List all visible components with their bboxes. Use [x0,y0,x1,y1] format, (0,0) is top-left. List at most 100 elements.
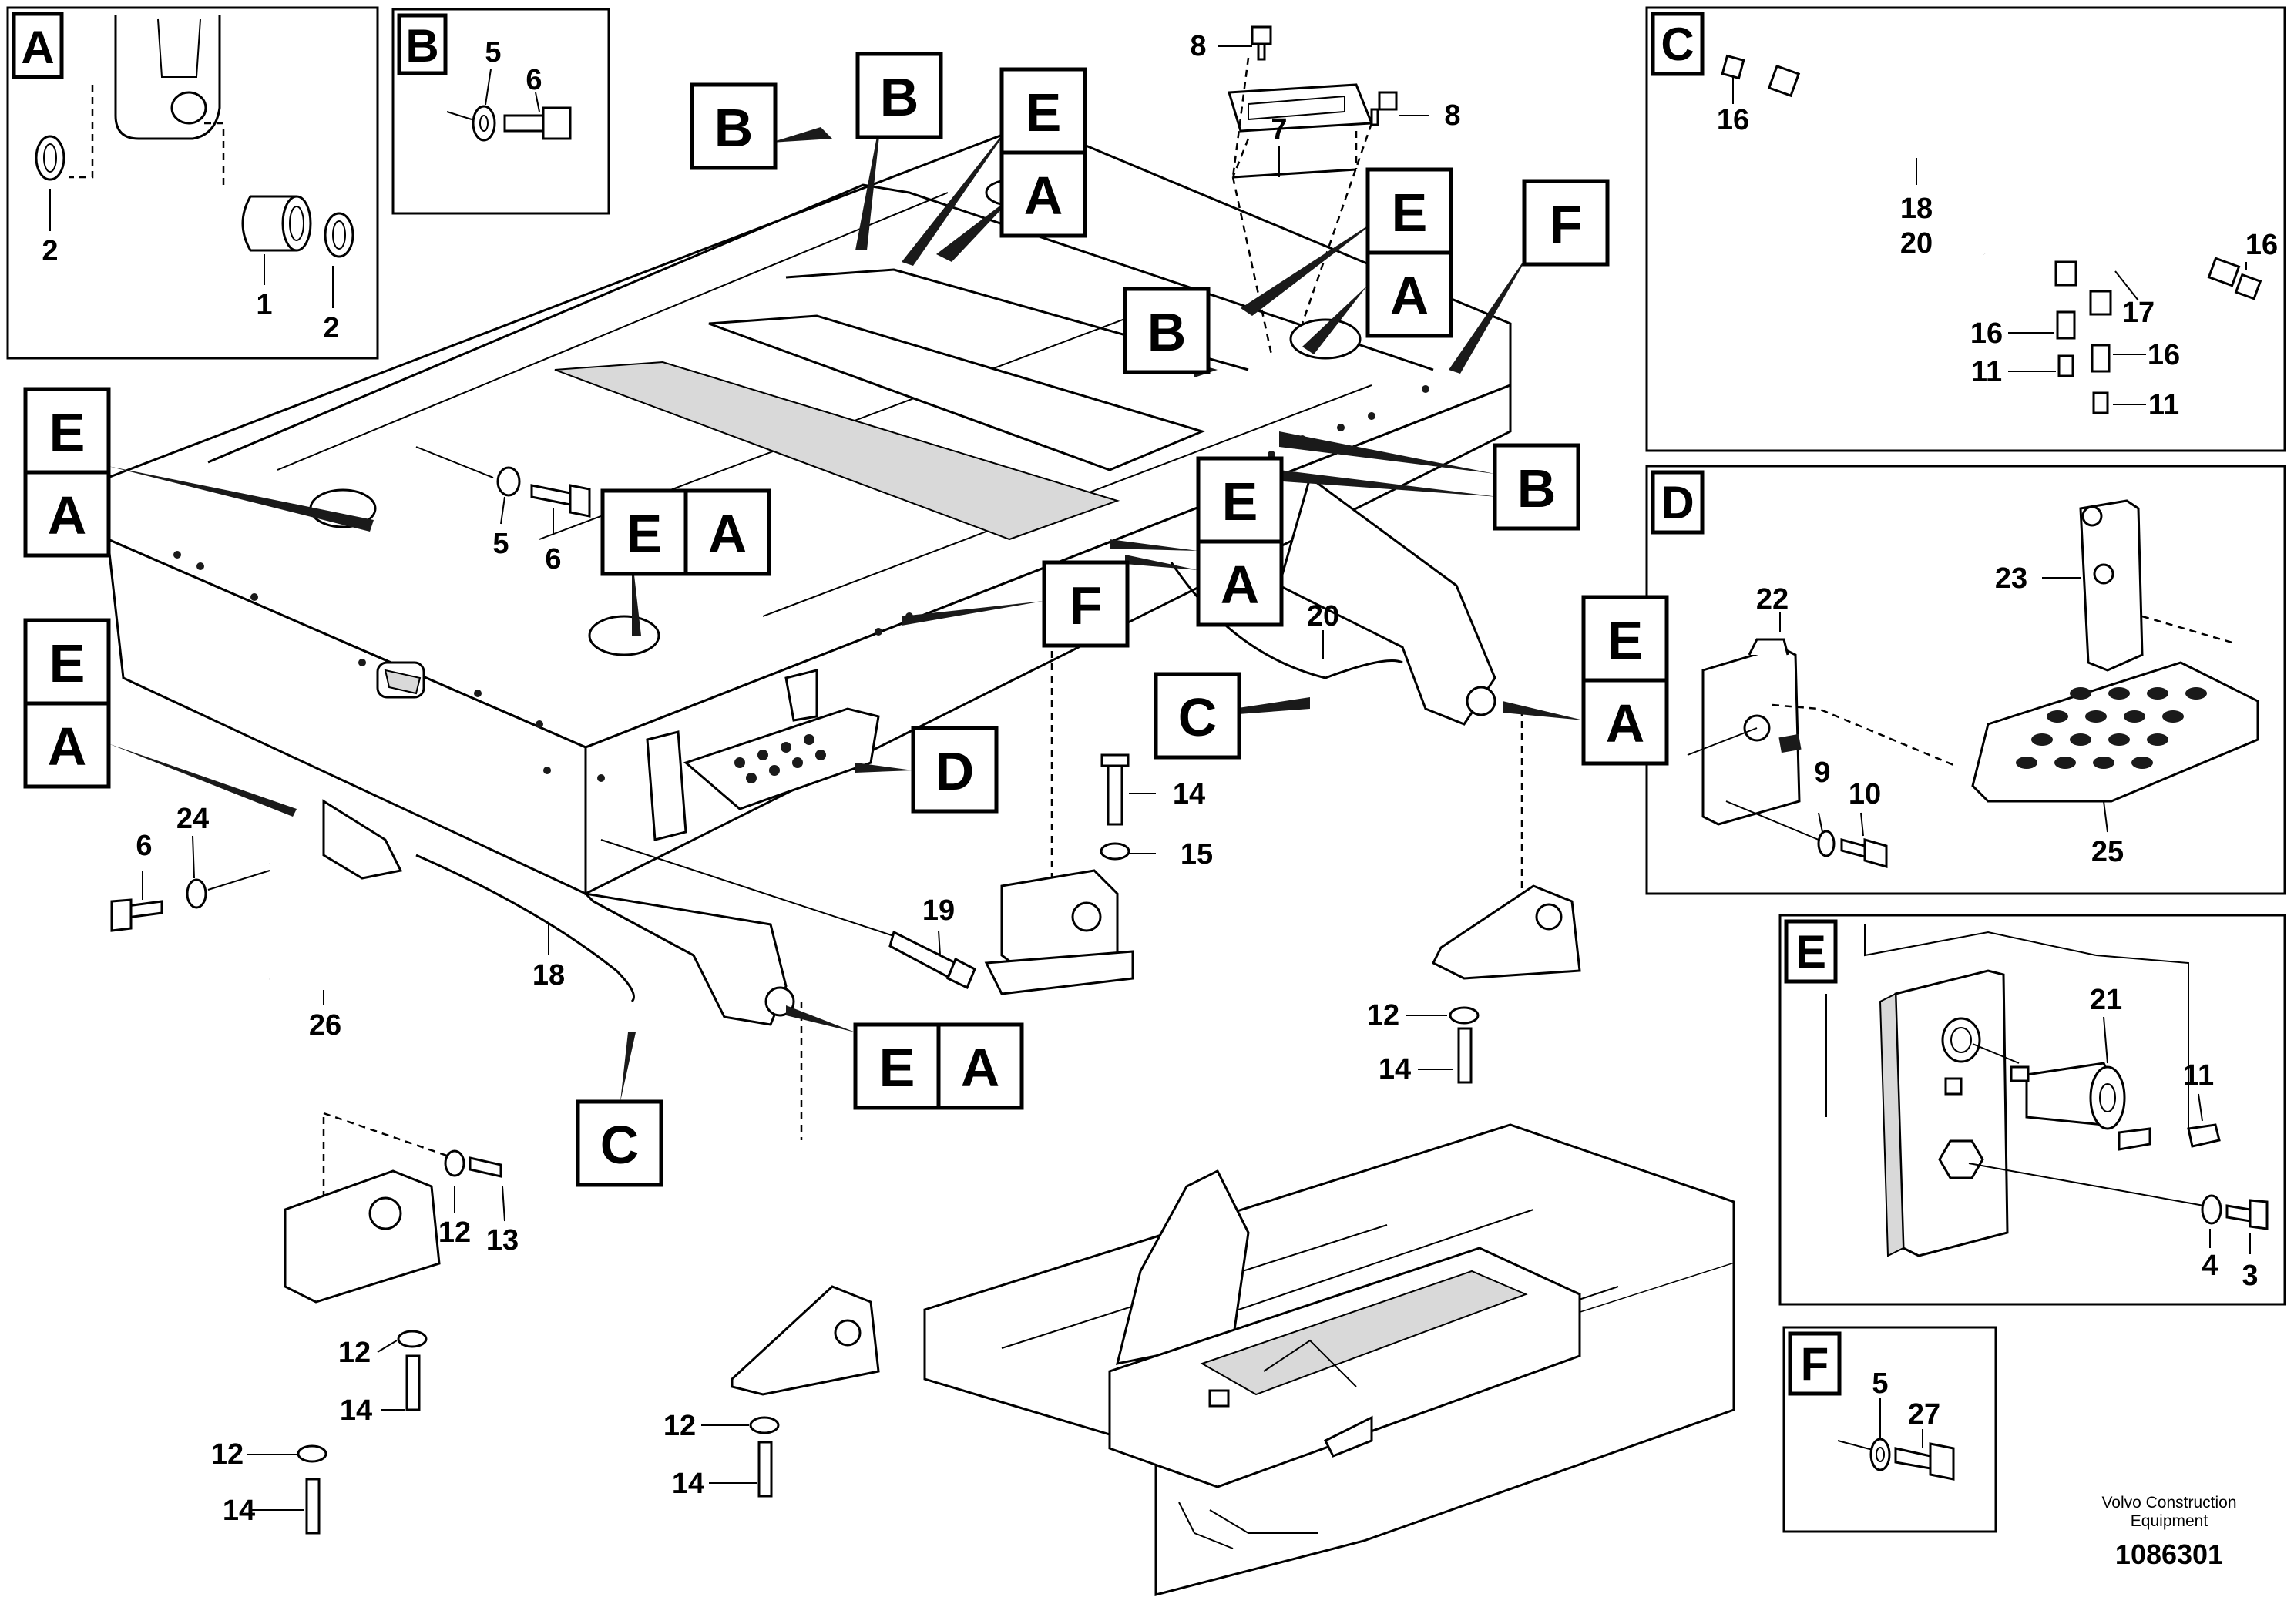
lower-leg-left [582,891,788,1026]
callout-8: E [49,402,86,462]
main-part-21: 12 [663,1410,696,1442]
main-part-numbers: 8 8 7 5 6 20 14 15 6 24 19 18 26 12 14 1… [136,30,1460,1527]
cross-member-2 [708,314,1206,471]
inset-d-part-3: 10 [1849,778,1881,810]
main-part-9: 24 [176,803,209,835]
inset-d: D 22 23 9 10 25 [1645,465,2286,895]
inset-a-frame [6,6,379,360]
main-part-0: 8 [1190,30,1206,62]
inset-e-frame [1778,914,2286,1306]
step-bracket-23 [2079,499,2144,672]
callout-4: E [1392,183,1428,243]
inset-e-part-2: 4 [2202,1250,2218,1282]
callout-1: B [880,67,919,127]
cover-plate-7 [1228,83,1374,133]
bolt-6-head [542,106,572,140]
callout-b-top-left [690,82,778,170]
pin-boss [170,91,207,125]
pivot-mount-lower-left [284,1169,441,1304]
callout-14: E [1222,471,1258,532]
inset-c: C 16 18 20 16 17 16 16 11 11 [1645,6,2286,452]
callout-a-lower: A [961,1038,1000,1098]
callout-21: A [48,716,87,777]
main-part-6: 14 [1173,778,1205,810]
main-part-14: 14 [1379,1053,1411,1085]
inset-a-part-2: 2 [323,312,339,344]
main-part-10: 19 [922,894,955,927]
callout-0: B [714,98,754,158]
inset-c-part-7: 11 [1971,356,2002,388]
callout-9: A [48,485,87,545]
callout-10: E [626,504,663,564]
inset-d-part-1: 23 [1995,562,2027,595]
main-part-5: 20 [1307,600,1339,632]
main-part-2: 7 [1271,113,1287,146]
inset-a-part-0: 2 [42,235,58,267]
inset-f: F 5 27 [1782,1326,1997,1533]
inset-d-part-2: 9 [1814,757,1830,789]
inset-c-frame [1645,6,2286,452]
callout-7: B [1147,302,1187,362]
main-part-15: 12 [438,1216,471,1249]
inset-c-part-8: 11 [2148,389,2179,421]
inset-b-badge [397,13,448,75]
footer-credit: Volvo Construction Equipment 1086301 [2101,1494,2236,1570]
inset-c-letter: C [1661,18,1694,70]
step-plate-25 [1971,661,2259,803]
inset-b-letter: B [405,20,438,72]
inset-f-part-1: 27 [1908,1398,1940,1431]
main-part-18: 14 [340,1394,372,1427]
callout-19: D [935,741,975,801]
inset-c-part-0: 16 [1717,104,1749,136]
callout-11: A [708,504,747,564]
inset-e: E 21 11 4 3 [1778,914,2286,1306]
callout-12: F [1070,575,1103,636]
main-part-20: 14 [223,1495,255,1527]
pivot-bracket [1894,969,2009,1257]
inset-b-frame [391,8,610,215]
inset-f-frame [1782,1326,1997,1533]
callout-6: F [1550,194,1583,254]
main-callouts: B B E A E A F B E A E A F B [23,52,1669,1187]
washer-2-right [324,212,354,258]
callout-18: A [1606,693,1645,753]
callout-5: A [1390,266,1429,326]
inset-b-part-0: 5 [485,36,501,69]
frame-step [683,707,880,810]
bolt-6-shank [503,114,545,133]
main-part-7: 15 [1181,838,1213,871]
callout-13: B [1517,458,1557,518]
inset-c-part-3: 16 [1970,317,2003,350]
main-part-4: 6 [545,543,561,575]
pivot-mount-lower-middle [731,1285,880,1396]
main-part-19: 12 [211,1438,244,1471]
callout-22: C [600,1115,640,1175]
inset-e-part-0: 21 [2090,984,2122,1016]
callout-15: A [1221,555,1260,615]
inset-c-part-2: 20 [1900,227,1933,260]
inset-c-badge [1651,12,1705,76]
main-part-3: 5 [492,528,509,560]
callout-e-lower: E [879,1038,915,1098]
inset-d-part-4: 25 [2091,836,2124,868]
inset-e-part-1: 11 [2183,1059,2214,1092]
callout-17: E [1607,610,1644,670]
inset-d-badge [1651,470,1705,535]
inset-c-part-5: 16 [2245,229,2278,261]
inset-f-letter: F [1801,1338,1829,1390]
inset-d-part-0: 22 [1756,583,1789,616]
main-part-22: 14 [672,1468,704,1500]
main-part-11: 18 [532,959,565,992]
callout-2: E [1026,82,1062,143]
inset-a-part-1: 1 [256,289,272,321]
inset-e-part-3: 3 [2242,1260,2258,1292]
inset-a-badge [12,12,64,79]
main-part-1: 8 [1444,99,1460,132]
main-part-17: 12 [338,1337,371,1369]
washer-2-left [35,135,65,181]
inset-c-part-1: 18 [1900,193,1933,225]
callout-3: A [1024,166,1063,226]
inset-c-part-4: 17 [2122,297,2155,329]
